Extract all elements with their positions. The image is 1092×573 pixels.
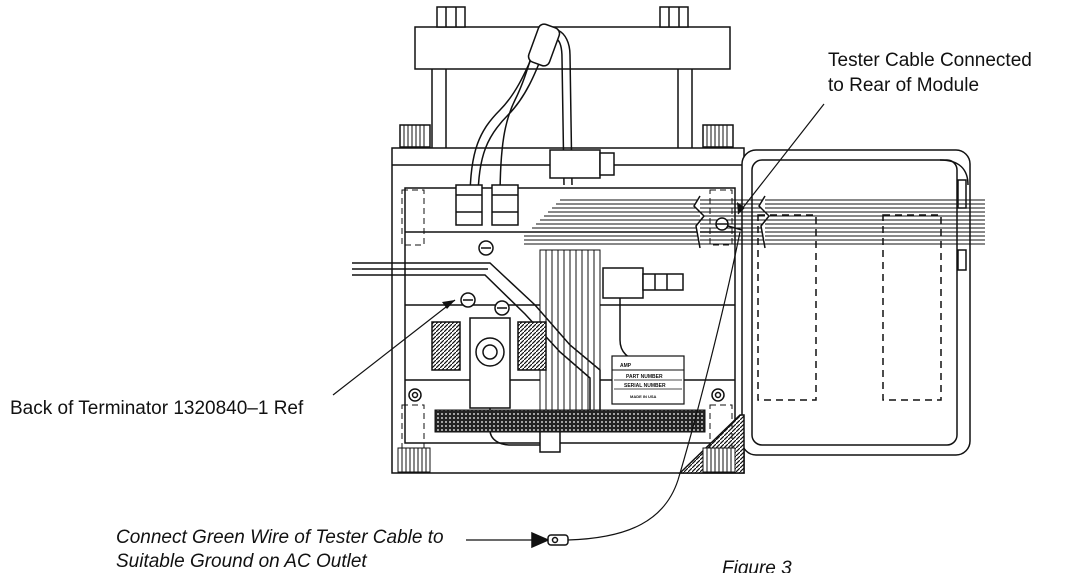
ring-terminal	[531, 531, 569, 549]
bottom-feet	[397, 447, 736, 473]
top-plate	[414, 6, 731, 70]
plate-made-in: MADE IN USA	[630, 394, 657, 399]
green-wire-callout-line1: Connect Green Wire of Tester Cable to	[116, 527, 444, 548]
leader-arrowheads	[442, 202, 745, 309]
plate-part-number: PART NUMBER	[626, 374, 663, 380]
screw-symbols	[408, 240, 725, 402]
figure-caption: Figure 3	[722, 558, 792, 573]
tester-connector	[715, 159, 969, 231]
plate-brand: AMP	[620, 363, 632, 369]
side-cover	[741, 149, 971, 456]
valve-block	[602, 267, 684, 371]
knurled-knobs	[399, 124, 734, 148]
air-hose	[455, 23, 615, 226]
guide-posts	[431, 69, 693, 148]
base-strip	[434, 409, 706, 433]
ribbon-cable	[524, 195, 985, 249]
terminator-back-callout: Back of Terminator 1320840–1 Ref	[10, 398, 304, 419]
filter-assembly	[431, 317, 561, 453]
amp-plate	[611, 355, 685, 405]
plate-serial-number: SERIAL NUMBER	[624, 383, 666, 389]
tester-cable-callout-line2: to Rear of Module	[828, 75, 980, 96]
green-wire-callout-line2: Suitable Ground on AC Outlet	[116, 551, 367, 572]
tester-cable-callout-line1: Tester Cable Connected	[828, 50, 1032, 71]
leader-lines	[332, 103, 825, 541]
